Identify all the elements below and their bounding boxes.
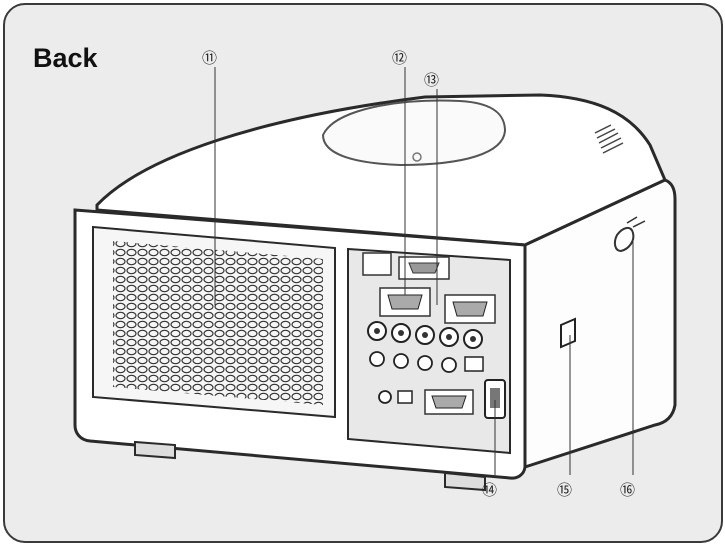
usb-port <box>362 252 392 276</box>
lan-port <box>464 356 484 372</box>
diagram-title: Back <box>33 43 98 73</box>
callout-leaders <box>214 67 634 475</box>
side-vent <box>613 216 646 253</box>
callout-12: ⑫ <box>392 49 407 67</box>
projector-illustration: ⑪ ⑫ ⑬ ⑭ ⑮ ⑯ <box>73 49 677 499</box>
security-slot <box>560 317 576 349</box>
audio-jack <box>378 390 392 404</box>
callout-11: ⑪ <box>202 49 217 67</box>
rca-connectors <box>369 351 457 373</box>
air-intake-vent <box>92 225 336 419</box>
callout-16: ⑯ <box>620 481 635 499</box>
top-grille <box>594 124 624 154</box>
terminal-panel <box>347 247 511 455</box>
callout-15: ⑮ <box>557 481 572 499</box>
callout-13: ⑬ <box>424 71 439 89</box>
callout-14: ⑭ <box>482 481 497 499</box>
diagram-frame: Back <box>3 3 723 543</box>
